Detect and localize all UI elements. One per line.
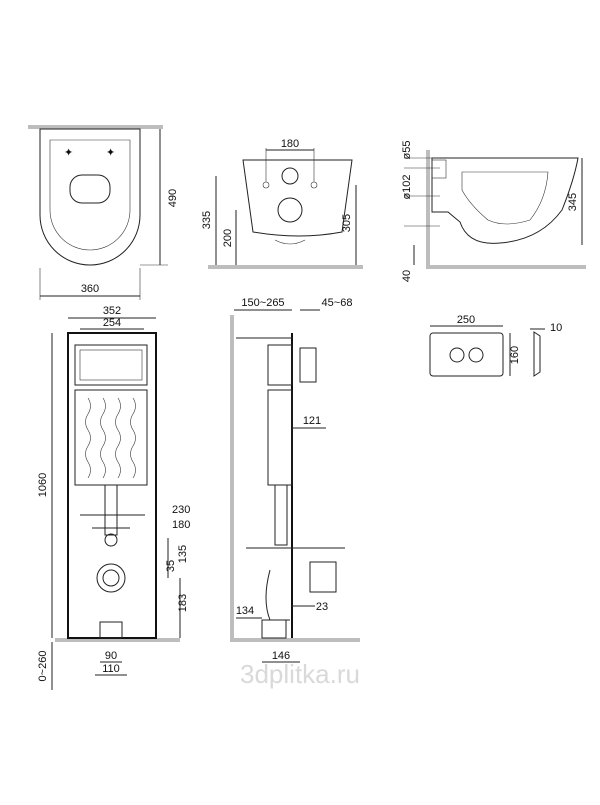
flush-button-views: 250 160 10 [429, 314, 562, 377]
dim-230: 230 [172, 504, 190, 516]
mount-mark-right: ✦ [106, 147, 115, 159]
dim-352: 352 [103, 305, 121, 317]
dim-345: 345 [567, 193, 579, 211]
outlet-ring [96, 563, 126, 593]
dim-134: 134 [236, 605, 254, 617]
drain-foot [99, 621, 123, 639]
dim-35: 35 [165, 560, 177, 572]
frame-side-view: 150~265 45~68 121 134 23 146 [230, 297, 360, 663]
dim-305: 305 [341, 214, 353, 232]
floor-hatch-side [426, 265, 586, 269]
dim-183: 183 [177, 594, 189, 612]
wall-hatch-top-view [28, 125, 163, 129]
dim-1060: 1060 [37, 473, 49, 497]
bowl-front-view: 180 335 200 305 [201, 138, 363, 269]
frame-front-view: 352 254 1060 0~260 230 180 135 35 183 90… [37, 305, 190, 690]
dim-250: 250 [457, 314, 475, 326]
floor-hatch-front [208, 265, 363, 269]
dim-d55: ø55 [401, 141, 413, 160]
dim-180-frame: 180 [172, 519, 190, 531]
service-opening [74, 344, 148, 386]
dim-335: 335 [201, 211, 213, 229]
dim-40: 40 [401, 270, 413, 282]
outlet-side [309, 561, 337, 593]
dim-45-68: 45~68 [322, 297, 353, 309]
bowl-top-view: ✦ ✦ 360 490 [28, 125, 179, 300]
wall-hatch-frame-side [230, 315, 234, 640]
dim-360: 360 [81, 283, 99, 295]
dim-10: 10 [550, 322, 562, 334]
floor-hatch-frame [55, 638, 180, 642]
bowl-side-view: ø55 ø102 345 40 [401, 141, 586, 282]
bowl-outline-front [242, 159, 353, 237]
flush-pipe [104, 484, 118, 536]
dim-110: 110 [102, 663, 120, 675]
flush-mount-side [299, 347, 317, 383]
dim-90: 90 [105, 650, 117, 662]
dim-254: 254 [103, 317, 121, 329]
dim-490: 490 [167, 189, 179, 207]
flush-plate-side [533, 331, 541, 377]
dim-160: 160 [509, 346, 521, 364]
seat-outline [69, 174, 111, 204]
dim-146: 146 [272, 650, 290, 662]
bowl-outline-side [431, 157, 579, 244]
dim-150-265: 150~265 [241, 297, 284, 309]
dim-135: 135 [177, 545, 189, 563]
watermark: 3dplitka.ru [240, 659, 360, 689]
dim-23: 23 [316, 601, 328, 613]
bowl-outline-top [39, 128, 141, 266]
floor-hatch-frame-side [230, 638, 360, 642]
flush-plate [429, 332, 504, 377]
cistern-body [74, 389, 148, 486]
dim-0-260: 0~260 [37, 651, 49, 682]
wall-hatch-side [426, 150, 430, 268]
dim-180-front: 180 [281, 138, 299, 150]
cistern-side [267, 389, 293, 486]
dim-d102: ø102 [401, 174, 413, 199]
dim-200: 200 [222, 229, 234, 247]
mount-mark-left: ✦ [64, 147, 73, 159]
dim-121: 121 [303, 415, 321, 427]
